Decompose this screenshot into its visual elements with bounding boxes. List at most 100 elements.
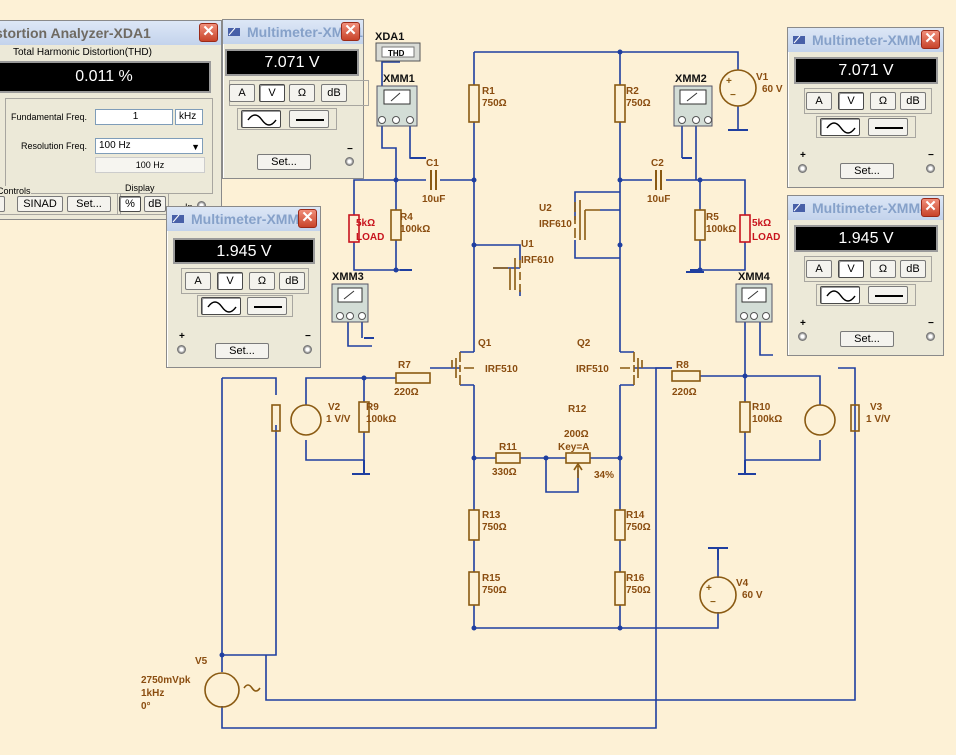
display-label: Display xyxy=(125,183,155,193)
set-button[interactable]: Set... xyxy=(67,196,111,212)
resistor-r13[interactable] xyxy=(468,509,480,541)
ammeter-button[interactable]: A xyxy=(185,272,211,290)
ammeter-button[interactable]: A xyxy=(806,92,832,110)
close-icon[interactable]: ✕ xyxy=(298,209,317,228)
resistor-r16[interactable] xyxy=(614,571,626,606)
wire-bottom-rail[interactable] xyxy=(474,560,719,629)
meter-set-button[interactable]: Set... xyxy=(840,331,894,347)
mosfet-u2[interactable] xyxy=(574,200,600,240)
mosfet-q1[interactable] xyxy=(451,352,474,385)
wire-top-rail[interactable] xyxy=(474,51,739,70)
resistor-r15[interactable] xyxy=(468,571,480,606)
decibel-button[interactable]: dB xyxy=(900,260,926,278)
meter-set-button[interactable]: Set... xyxy=(840,163,894,179)
ac-mode-button[interactable] xyxy=(820,118,860,136)
multimeter-xmm1-titlebar[interactable]: Multimeter-XMM1 ✕ xyxy=(223,20,363,44)
signal-mode-group xyxy=(197,295,293,317)
decibel-button[interactable]: dB xyxy=(900,92,926,110)
dc-mode-button[interactable] xyxy=(289,110,329,128)
decibel-button[interactable]: dB xyxy=(279,272,305,290)
multimeter-xmm4-titlebar[interactable]: Multimeter-XMM4 ✕ xyxy=(788,196,943,220)
wire-input[interactable] xyxy=(221,367,856,729)
ac-mode-button[interactable] xyxy=(241,110,281,128)
resistor-r1[interactable] xyxy=(468,84,480,123)
minus-terminal[interactable] xyxy=(303,345,312,354)
thd-mode-button[interactable] xyxy=(0,196,5,212)
multimeter-xmm2-window[interactable]: Multimeter-XMM2 ✕ 7.071 V A V Ω dB + Set… xyxy=(787,27,944,188)
plus-terminal[interactable] xyxy=(798,332,807,341)
fundamental-freq-input[interactable]: 1 xyxy=(95,109,173,125)
ac-mode-button[interactable] xyxy=(201,297,241,315)
chevron-down-icon[interactable]: ▼ xyxy=(191,142,200,152)
minus-terminal[interactable] xyxy=(926,164,935,173)
ohmmeter-button[interactable]: Ω xyxy=(249,272,275,290)
ohmmeter-button[interactable]: Ω xyxy=(870,260,896,278)
voltmeter-button[interactable]: V xyxy=(838,92,864,110)
close-icon[interactable]: ✕ xyxy=(341,22,360,41)
plus-terminal[interactable] xyxy=(798,164,807,173)
resistor-r5[interactable] xyxy=(694,209,706,241)
decibel-button[interactable]: dB xyxy=(321,84,347,102)
plus-terminal[interactable] xyxy=(177,345,186,354)
sinad-button[interactable]: SINAD xyxy=(17,196,63,212)
resolution-freq-select[interactable]: 100 Hz ▼ xyxy=(95,138,203,154)
wire-q2[interactable] xyxy=(620,351,821,461)
multimeter-xmm2-titlebar[interactable]: Multimeter-XMM2 ✕ xyxy=(788,28,943,52)
dc-mode-button[interactable] xyxy=(868,118,908,136)
meter-set-button[interactable]: Set... xyxy=(257,154,311,170)
capacitor-c2[interactable] xyxy=(655,170,662,190)
resistor-r8[interactable] xyxy=(671,370,701,382)
ohmmeter-button[interactable]: Ω xyxy=(289,84,315,102)
label-r15: R15 xyxy=(482,573,501,584)
value-r14: 750Ω xyxy=(626,522,651,533)
vcvs-v2[interactable] xyxy=(290,404,322,436)
voltmeter-button[interactable]: V xyxy=(838,260,864,278)
distortion-analyzer-titlebar[interactable]: Distortion Analyzer-XDA1 ✕ xyxy=(0,21,221,45)
load-resistor-right[interactable] xyxy=(739,214,751,243)
value-v1: 60 V xyxy=(762,84,783,95)
multimeter-xmm3-window[interactable]: Multimeter-XMM3 ✕ 1.945 V A V Ω dB + Set… xyxy=(166,206,321,368)
mosfet-u1[interactable] xyxy=(493,258,521,292)
ac-source-v5[interactable] xyxy=(204,672,240,708)
resistor-r11[interactable] xyxy=(495,452,521,464)
mosfet-q2[interactable] xyxy=(620,352,643,385)
capacitor-c1[interactable] xyxy=(430,170,437,190)
multimeter-xmm4-window[interactable]: Multimeter-XMM4 ✕ 1.945 V A V Ω dB + Set… xyxy=(787,195,944,356)
window-title: Multimeter-XMM1 xyxy=(247,24,363,40)
close-icon[interactable]: ✕ xyxy=(921,198,940,217)
close-icon[interactable]: ✕ xyxy=(199,23,218,42)
resistor-r10[interactable] xyxy=(739,401,751,433)
close-icon[interactable]: ✕ xyxy=(921,30,940,49)
vcvs-v3[interactable] xyxy=(804,404,836,436)
label-r2: R2 xyxy=(626,86,639,97)
minus-terminal[interactable] xyxy=(926,332,935,341)
voltmeter-button[interactable]: V xyxy=(217,272,243,290)
resistor-r4[interactable] xyxy=(390,209,402,241)
multimeter-xmm3-titlebar[interactable]: Multimeter-XMM3 ✕ xyxy=(167,207,320,231)
dc-source-v1[interactable] xyxy=(719,69,757,107)
wire-r11-r12[interactable] xyxy=(474,457,620,493)
dc-mode-button[interactable] xyxy=(868,286,908,304)
load-resistor-left[interactable] xyxy=(348,214,360,243)
dc-source-v4[interactable] xyxy=(699,576,737,614)
minus-terminal[interactable] xyxy=(345,157,354,166)
ammeter-button[interactable]: A xyxy=(229,84,255,102)
ammeter-button[interactable]: A xyxy=(806,260,832,278)
ohmmeter-button[interactable]: Ω xyxy=(870,92,896,110)
svg-text:+: + xyxy=(726,76,732,87)
distortion-analyzer-window[interactable]: Distortion Analyzer-XDA1 ✕ Total Harmoni… xyxy=(0,20,222,220)
resistor-r14[interactable] xyxy=(614,509,626,541)
resistor-r7[interactable] xyxy=(395,372,431,384)
meter-set-button[interactable]: Set... xyxy=(215,343,269,359)
ac-mode-button[interactable] xyxy=(820,286,860,304)
resistor-r2[interactable] xyxy=(614,84,626,123)
percent-button[interactable]: % xyxy=(119,196,141,212)
db-button[interactable]: dB xyxy=(144,196,166,212)
resistor-r9[interactable] xyxy=(358,401,370,433)
dc-mode-button[interactable] xyxy=(247,297,287,315)
potentiometer-r12[interactable] xyxy=(565,452,591,464)
voltmeter-button[interactable]: V xyxy=(259,84,285,102)
multimeter-xmm1-window[interactable]: Multimeter-XMM1 ✕ 7.071 V A V Ω dB Set..… xyxy=(222,19,369,179)
fundamental-freq-unit[interactable]: kHz xyxy=(175,109,203,125)
